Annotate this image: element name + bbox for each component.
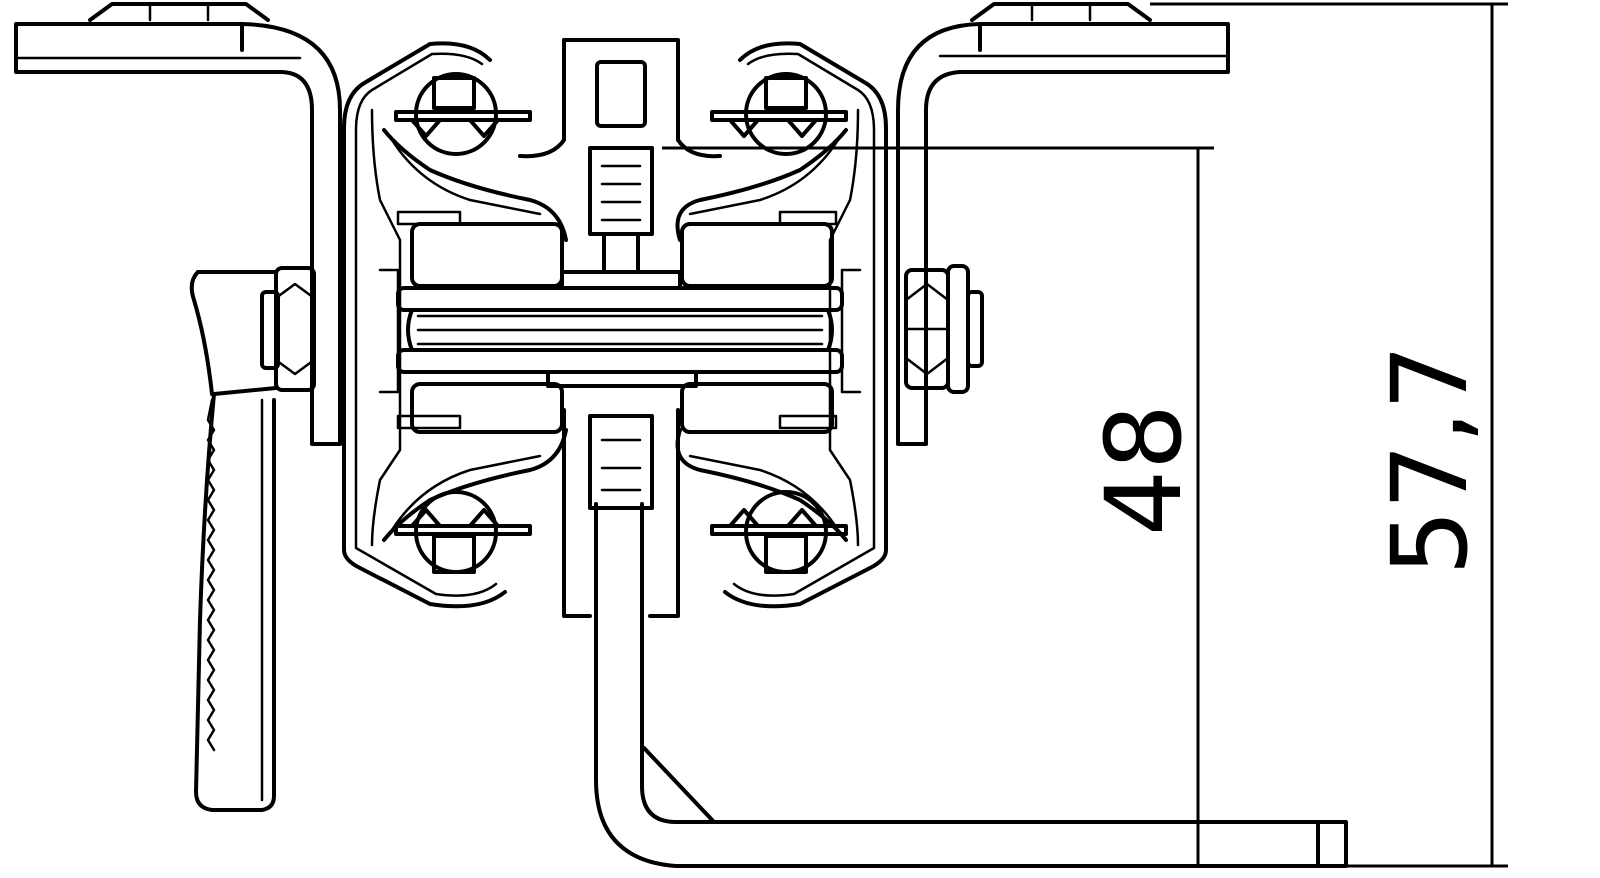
left-hex-nut (260, 266, 316, 392)
spring-lower-left (382, 414, 568, 542)
dimension-57-7-label: 57,7 (1369, 344, 1491, 576)
right-top-screw-head (970, 2, 1152, 22)
right-mounting-bracket (896, 22, 1230, 446)
screw-bottom-right (710, 490, 848, 574)
central-vertical-plate (518, 38, 722, 618)
spring-lower-right (675, 414, 848, 542)
clamping-lever (189, 270, 278, 812)
slider-block-right (680, 222, 834, 434)
hinge-axle (378, 268, 862, 394)
screw-top-right (710, 72, 848, 156)
left-c-profile-housing (342, 41, 507, 609)
left-mounting-bracket (14, 22, 342, 446)
bearing-link-bottom (588, 414, 654, 510)
spring-upper-right (675, 128, 848, 242)
bearing-link-top (588, 146, 654, 274)
screw-bottom-left (394, 490, 532, 574)
dimension-57-7: 57,7 (1150, 2, 1508, 868)
dimension-48-label: 48 (1083, 404, 1205, 536)
right-hex-nut (904, 264, 984, 394)
left-top-screw-head (88, 2, 270, 22)
slider-block-left (410, 222, 564, 434)
dimension-48: 48 (662, 146, 1214, 866)
lower-l-arm (594, 502, 1348, 868)
screw-top-left (394, 72, 532, 156)
